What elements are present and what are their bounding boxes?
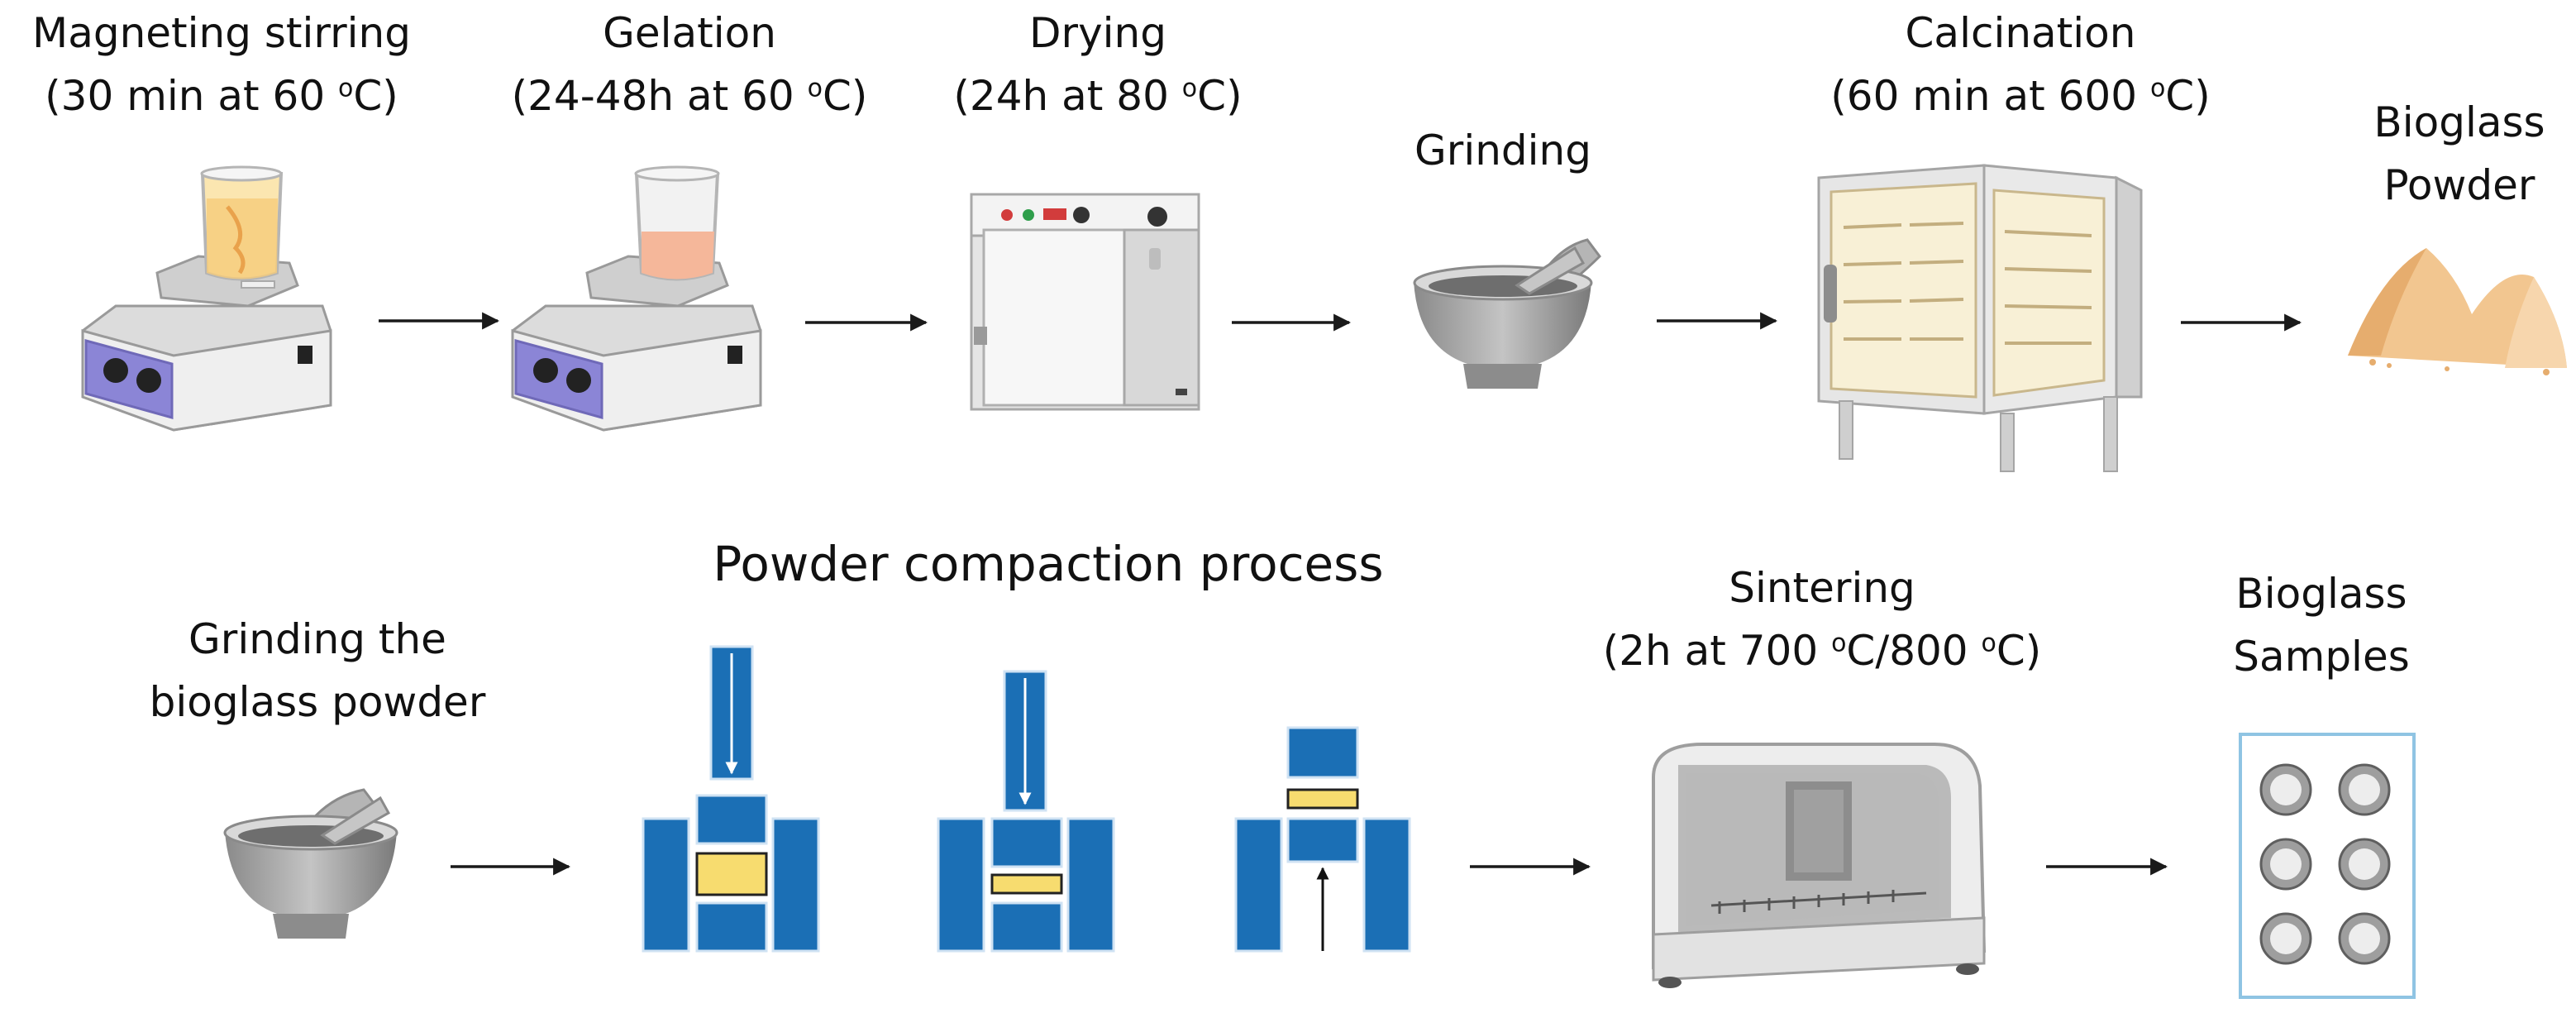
die-press-icon <box>642 645 1411 953</box>
step-name-line1: Bioglass <box>2373 98 2545 146</box>
step-name: Magneting stirring <box>32 9 411 57</box>
drying-oven-icon <box>970 193 1200 411</box>
label-bioglass-powder: Bioglass Powder <box>2373 91 2545 217</box>
sintering-furnace-icon <box>1652 743 1987 988</box>
mortar-pestle-icon <box>1413 238 1601 389</box>
powder-pile-icon <box>2348 248 2567 375</box>
step-name: Drying <box>1029 9 1166 57</box>
step-condition: (30 min at 60 oC) <box>45 72 398 120</box>
compaction-stage-1 <box>642 645 820 953</box>
magnetic-stirrer-icon <box>511 165 762 432</box>
mortar-pestle-icon <box>223 788 398 939</box>
compaction-stage-3 <box>1234 726 1411 953</box>
step-condition: (24-48h at 60 oC) <box>511 72 868 120</box>
step-name-line2: bioglass powder <box>149 678 486 726</box>
label-sintering: Sintering (2h at 700 oC/800 oC) <box>1603 557 2042 682</box>
step-condition: (2h at 700 oC/800 oC) <box>1602 627 2042 675</box>
step-condition: (60 min at 600 oC) <box>1830 72 2211 120</box>
step-name: Sintering <box>1729 564 1915 612</box>
magnetic-stirrer-icon <box>81 165 332 432</box>
step-name-line1: Bioglass <box>2235 570 2407 618</box>
label-compaction-title: Powder compaction process <box>713 531 1383 597</box>
section-title: Powder compaction process <box>713 536 1384 592</box>
step-name-line2: Powder <box>2383 161 2535 209</box>
step-name-line1: Grinding the <box>188 615 446 663</box>
label-grinding: Grinding <box>1414 119 1591 182</box>
label-gelation: Gelation (24-48h at 60 oC) <box>512 2 868 127</box>
label-drying: Drying (24h at 80 oC) <box>953 2 1242 127</box>
label-bioglass-samples: Bioglass Samples <box>2233 562 2410 688</box>
label-grinding-bioglass: Grinding the bioglass powder <box>150 608 486 733</box>
step-name: Gelation <box>603 9 776 57</box>
flow-arrows-top <box>379 312 2302 332</box>
label-magnetic-stirring: Magneting stirring (30 min at 60 oC) <box>32 2 411 127</box>
label-calcination: Calcination (60 min at 600 oC) <box>1830 2 2210 127</box>
furnace-icon <box>1817 164 2143 472</box>
step-condition: (24h at 80 oC) <box>953 72 1243 120</box>
step-name: Grinding <box>1414 127 1591 174</box>
compaction-stage-2 <box>937 670 1115 953</box>
step-name: Calcination <box>1905 9 2136 57</box>
sample-tray-icon <box>2239 733 2416 999</box>
step-name-line2: Samples <box>2233 633 2410 681</box>
